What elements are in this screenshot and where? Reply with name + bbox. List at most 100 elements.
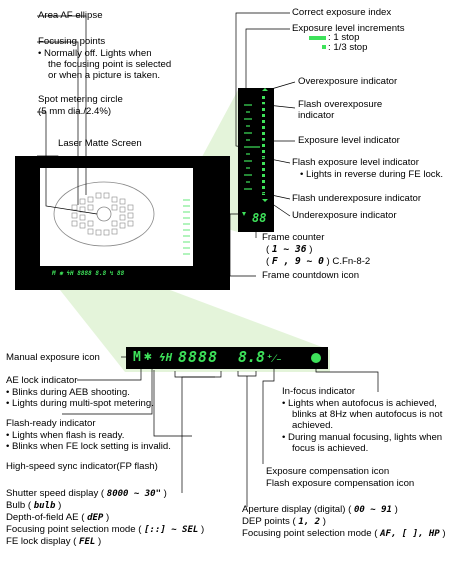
line-in-focus <box>315 364 379 392</box>
label-in-focus-4: • During manual focusing, lights when <box>282 432 443 443</box>
label-one-stop: : 1 stop <box>328 32 360 43</box>
frame-counter-open-1: ( <box>266 244 272 255</box>
line-high-speed <box>153 370 192 437</box>
fps-text: Focusing point selection mode ( <box>6 524 145 535</box>
label-focusing-points-b2: the focusing point is selected <box>48 59 172 70</box>
ap-text: Aperture display (digital) ( <box>242 504 354 515</box>
label-ae-lock-2: • Lights during multi-spot metering. <box>6 398 154 409</box>
label-under: Underexposure indicator <box>292 210 397 221</box>
label-frame-counter-range-1: ( 1 ~ 36 ) <box>266 244 312 255</box>
label-spot-circle-size: (5 mm dia./2.4%) <box>38 106 112 117</box>
line-shutter <box>181 371 222 493</box>
shutter-close: ) <box>160 488 167 499</box>
label-overexposure: Overexposure indicator <box>298 76 398 87</box>
line-correct-index <box>235 12 290 148</box>
overexposure-marker <box>262 88 268 91</box>
frame-counter-close-2: ) C.Fn-8-2 <box>323 256 371 267</box>
label-matte: Laser Matte Screen <box>58 138 142 149</box>
fps-value: [::] ~ SEL <box>144 525 199 535</box>
fps2-text: Focusing point selection mode ( <box>242 528 381 539</box>
label-flash-ready-1: • Lights when flash is ready. <box>6 430 125 441</box>
ap-close: ) <box>391 504 398 515</box>
lcd-flash-icon: ϟH <box>159 351 173 364</box>
label-manual: Manual exposure icon <box>6 352 100 363</box>
label-flash-over-2: indicator <box>298 110 335 121</box>
scale-ticks <box>244 104 260 190</box>
label-third-stop: : 1/3 stop <box>328 42 368 53</box>
bulb-close: ) <box>55 500 62 511</box>
label-fe-lock: FE lock display ( FEL ) <box>6 536 101 548</box>
label-focusing-points-b3: or when a picture is taken. <box>48 70 160 81</box>
line-shutter-bracket <box>174 371 215 378</box>
label-ae-lock: AE lock indicator <box>6 375 78 386</box>
area-af-ellipse <box>53 181 155 247</box>
label-fps-mode-2: Focusing point selection mode ( AF, [ ],… <box>242 528 446 540</box>
label-dof: Depth-of-field AE ( dEP ) <box>6 512 109 524</box>
frame-counter-value-1: 1 ~ 36 <box>271 244 307 255</box>
line-increments <box>245 28 290 104</box>
lcd-manual-m: M <box>133 350 141 365</box>
frame-scale <box>183 199 190 255</box>
label-ae-lock-1: • Blinks during AEB shooting. <box>6 387 130 398</box>
fe-text: FE lock display ( <box>6 536 80 547</box>
line-focusing-points <box>37 41 79 205</box>
one-stop-swatch <box>309 36 326 40</box>
label-flash-level-1: Flash exposure level indicator <box>292 157 419 168</box>
dep-values: 1, 2 <box>298 517 321 527</box>
frame-counter-close-1: ) <box>306 244 313 255</box>
label-dep-points: DEP points ( 1, 2 ) <box>242 516 326 528</box>
label-bulb: Bulb ( bulb ) <box>6 500 61 512</box>
label-spot-circle: Spot metering circle <box>38 94 123 105</box>
label-flash-under: Flash underexposure indicator <box>292 193 422 204</box>
bulb-text: Bulb ( <box>6 500 34 511</box>
label-aperture: Aperture display (digital) ( 00 ~ 91 ) <box>242 504 398 516</box>
line-flash-under <box>261 192 291 200</box>
frame-counter-value-2: F , 9 ~ 0 <box>271 256 324 267</box>
label-focusing-points: Focusing points <box>38 36 106 47</box>
label-comp-1: Exposure compensation icon <box>266 466 390 477</box>
focusing-points-grid <box>71 192 134 236</box>
line-countdown <box>229 213 256 277</box>
label-in-focus-2: blinks at 8Hz when autofocus is not <box>292 409 443 420</box>
dep-close: ) <box>320 516 326 527</box>
lcd-aperture-digits: 8.8 <box>238 348 266 366</box>
line-comp <box>262 369 275 464</box>
third-stop-swatch <box>322 45 326 49</box>
label-fps-mode: Focusing point selection mode ( [::] ~ S… <box>6 524 204 536</box>
lcd-bar <box>126 347 328 369</box>
label-correct-index: Correct exposure index <box>292 7 392 18</box>
label-flash-level-2: • Lights in reverse during FE lock. <box>300 169 444 180</box>
in-focus-dot <box>311 353 321 363</box>
label-level: Exposure level indicator <box>298 135 400 146</box>
line-area-af <box>37 15 87 195</box>
label-shutter: Shutter speed display ( 8000 ~ 30" ) <box>6 488 167 500</box>
line-flash-over <box>257 103 296 109</box>
label-flash-over-1: Flash overexposure <box>298 99 383 110</box>
label-frame-counter: Frame counter <box>262 232 325 243</box>
lcd-comp-icon: ⁺⁄₋ <box>266 351 283 365</box>
viewfinder-lcd-strip: M ✱ ϟH 8888 8.8 ↯ 88 <box>52 270 125 277</box>
underexposure-marker <box>262 199 268 202</box>
line-flash-ready <box>62 367 153 415</box>
frame-counter-open-2: ( <box>266 256 272 267</box>
label-countdown: Frame countdown icon <box>262 270 360 281</box>
label-flash-ready-2: • Blinks when FE lock setting is invalid… <box>6 441 171 452</box>
countdown-icon <box>242 212 246 216</box>
dof-text: Depth-of-field AE ( <box>6 512 88 523</box>
line-flash-level <box>249 154 291 164</box>
shutter-range: 8000 ~ 30" <box>106 489 161 499</box>
fe-close: ) <box>95 536 102 547</box>
label-in-focus-5: focus is achieved. <box>292 443 369 454</box>
label-in-focus: In-focus indicator <box>282 386 356 397</box>
label-area-af: Area AF ellipse <box>38 10 103 21</box>
dof-close: ) <box>103 512 110 523</box>
scale-box <box>238 88 274 232</box>
label-flash-ready: Flash-ready indicator <box>6 418 96 429</box>
label-in-focus-1: • Lights when autofocus is achieved, <box>282 398 437 409</box>
line-matte <box>37 155 59 168</box>
frame-counter-digits: 88 <box>252 211 266 225</box>
label-increments: Exposure level increments <box>292 23 405 34</box>
label-frame-counter-range-2: ( F , 9 ~ 0 ) C.Fn-8-2 <box>266 256 370 267</box>
lcd-shutter-digits: 8888 <box>178 348 219 366</box>
